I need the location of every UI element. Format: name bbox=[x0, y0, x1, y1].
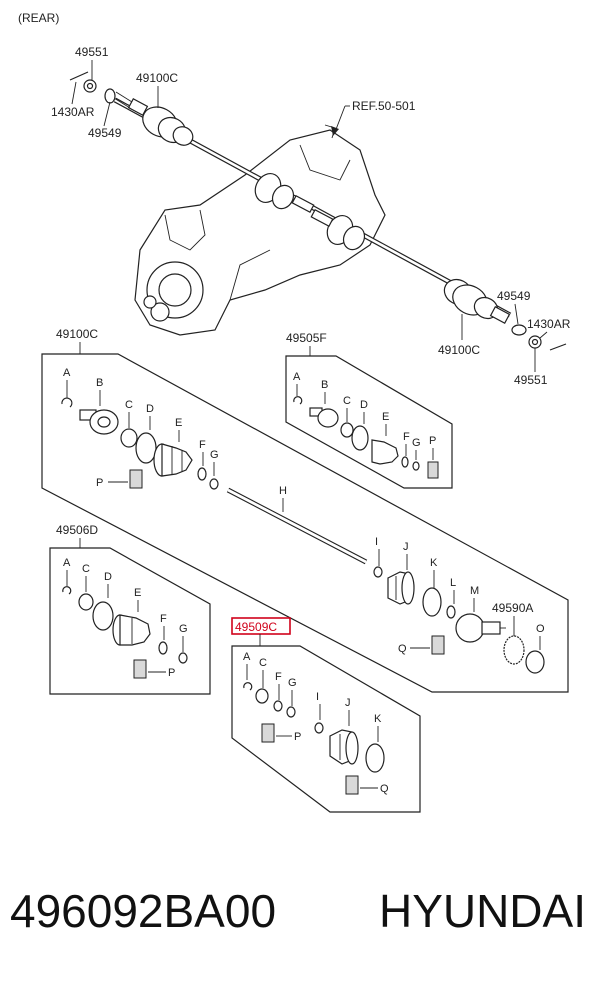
label-i: I bbox=[375, 536, 378, 548]
kit-49506d-frame bbox=[49, 547, 211, 695]
label-a: A bbox=[63, 557, 71, 569]
kit-49506d-code: 49506D bbox=[56, 523, 98, 537]
kit-49505f-code: 49505F bbox=[286, 331, 327, 345]
label-k: K bbox=[430, 557, 438, 569]
label-b: B bbox=[96, 377, 103, 389]
right-shaft-label: 49100C bbox=[438, 343, 480, 357]
tone-ring bbox=[503, 635, 525, 665]
label-k: K bbox=[374, 713, 382, 725]
label-c: C bbox=[82, 563, 90, 575]
main-kit-ring-code: 49590A bbox=[492, 601, 533, 615]
label-c: C bbox=[125, 399, 133, 411]
boot-j bbox=[387, 571, 415, 605]
right-cv-joint bbox=[443, 278, 511, 324]
right-washer bbox=[511, 324, 527, 336]
right-washer-label: 49549 bbox=[497, 289, 531, 303]
boot-j bbox=[329, 729, 359, 765]
left-washer bbox=[104, 88, 116, 104]
label-a: A bbox=[293, 371, 301, 383]
label-f: F bbox=[403, 431, 410, 443]
view-label: (REAR) bbox=[18, 11, 59, 25]
ring-o bbox=[525, 650, 545, 674]
label-b: B bbox=[321, 379, 328, 391]
label-q: Q bbox=[380, 783, 389, 795]
label-e: E bbox=[382, 411, 389, 423]
label-a: A bbox=[63, 367, 71, 379]
label-p: P bbox=[429, 435, 436, 447]
kit-49509c-frame bbox=[231, 645, 421, 813]
kit-49506d: 49506D A C D E F G P bbox=[49, 523, 211, 695]
label-f: F bbox=[160, 613, 167, 625]
label-g: G bbox=[179, 623, 188, 635]
ring-c bbox=[120, 428, 138, 448]
ref-label: REF.50-501 bbox=[352, 99, 416, 113]
circlip-a bbox=[61, 397, 73, 408]
boot-e bbox=[112, 614, 151, 646]
kit-49505f-frame bbox=[285, 355, 453, 489]
label-g: G bbox=[288, 677, 297, 689]
kit-49509c-highlight bbox=[231, 617, 291, 635]
clamp-l bbox=[446, 605, 456, 619]
label-l: L bbox=[450, 577, 456, 589]
left-inner-joint bbox=[254, 173, 315, 214]
part-number: 496092BA00 bbox=[10, 885, 277, 937]
right-bolt bbox=[549, 343, 567, 351]
top-assembly: REF.50-501 bbox=[51, 45, 571, 387]
clamp-g bbox=[209, 478, 219, 490]
kit-49509c-code: 49509C bbox=[235, 620, 277, 634]
ring-k bbox=[422, 587, 442, 617]
exploded-parts-diagram: (REAR) REF.50-501 bbox=[18, 11, 571, 813]
boot-e bbox=[153, 443, 193, 477]
right-inner-joint bbox=[310, 208, 366, 251]
ref-arrow-icon bbox=[331, 126, 339, 136]
label-a: A bbox=[243, 651, 251, 663]
kit-49505f: 49505F A B C D E F G P bbox=[285, 331, 453, 489]
outer-joint-m bbox=[455, 613, 506, 643]
ring-d bbox=[135, 432, 157, 464]
main-kit-49100c: 49100C A B C D E F bbox=[41, 327, 569, 693]
grease-q bbox=[431, 635, 445, 655]
clamp-i bbox=[373, 566, 383, 578]
label-e: E bbox=[175, 417, 182, 429]
label-p: P bbox=[168, 667, 175, 679]
right-nut-label: 49551 bbox=[514, 373, 548, 387]
label-g: G bbox=[412, 437, 421, 449]
label-c: C bbox=[259, 657, 267, 669]
halfshaft-h bbox=[227, 488, 367, 564]
label-j: J bbox=[345, 697, 351, 709]
label-o: O bbox=[536, 623, 545, 635]
label-c: C bbox=[343, 395, 351, 407]
label-p: P bbox=[294, 731, 301, 743]
label-h: H bbox=[279, 485, 287, 497]
left-bolt-label: 1430AR bbox=[51, 105, 95, 119]
grease-p bbox=[129, 469, 143, 489]
left-cv-joint bbox=[113, 91, 194, 146]
clamp-f bbox=[197, 467, 207, 481]
left-bolt bbox=[69, 71, 89, 81]
label-d: D bbox=[104, 571, 112, 583]
tripod-joint-b bbox=[79, 409, 119, 435]
left-nut-label: 49551 bbox=[75, 45, 109, 59]
label-p: P bbox=[96, 477, 103, 489]
main-kit-code: 49100C bbox=[56, 327, 98, 341]
label-e: E bbox=[134, 587, 141, 599]
kit-49509c: 49509C A C F G P I J K Q bbox=[231, 617, 421, 813]
label-d: D bbox=[360, 399, 368, 411]
left-shaft-label: 49100C bbox=[136, 71, 178, 85]
label-d: D bbox=[146, 403, 154, 415]
main-kit-frame bbox=[41, 353, 569, 693]
label-g: G bbox=[210, 449, 219, 461]
label-f: F bbox=[275, 671, 282, 683]
label-i: I bbox=[316, 691, 319, 703]
brand-name: HYUNDAI bbox=[378, 885, 586, 937]
label-f: F bbox=[199, 439, 206, 451]
right-bolt-label: 1430AR bbox=[527, 317, 571, 331]
label-q: Q bbox=[398, 643, 407, 655]
label-m: M bbox=[470, 585, 479, 597]
label-j: J bbox=[403, 541, 409, 553]
left-washer-label: 49549 bbox=[88, 126, 122, 140]
